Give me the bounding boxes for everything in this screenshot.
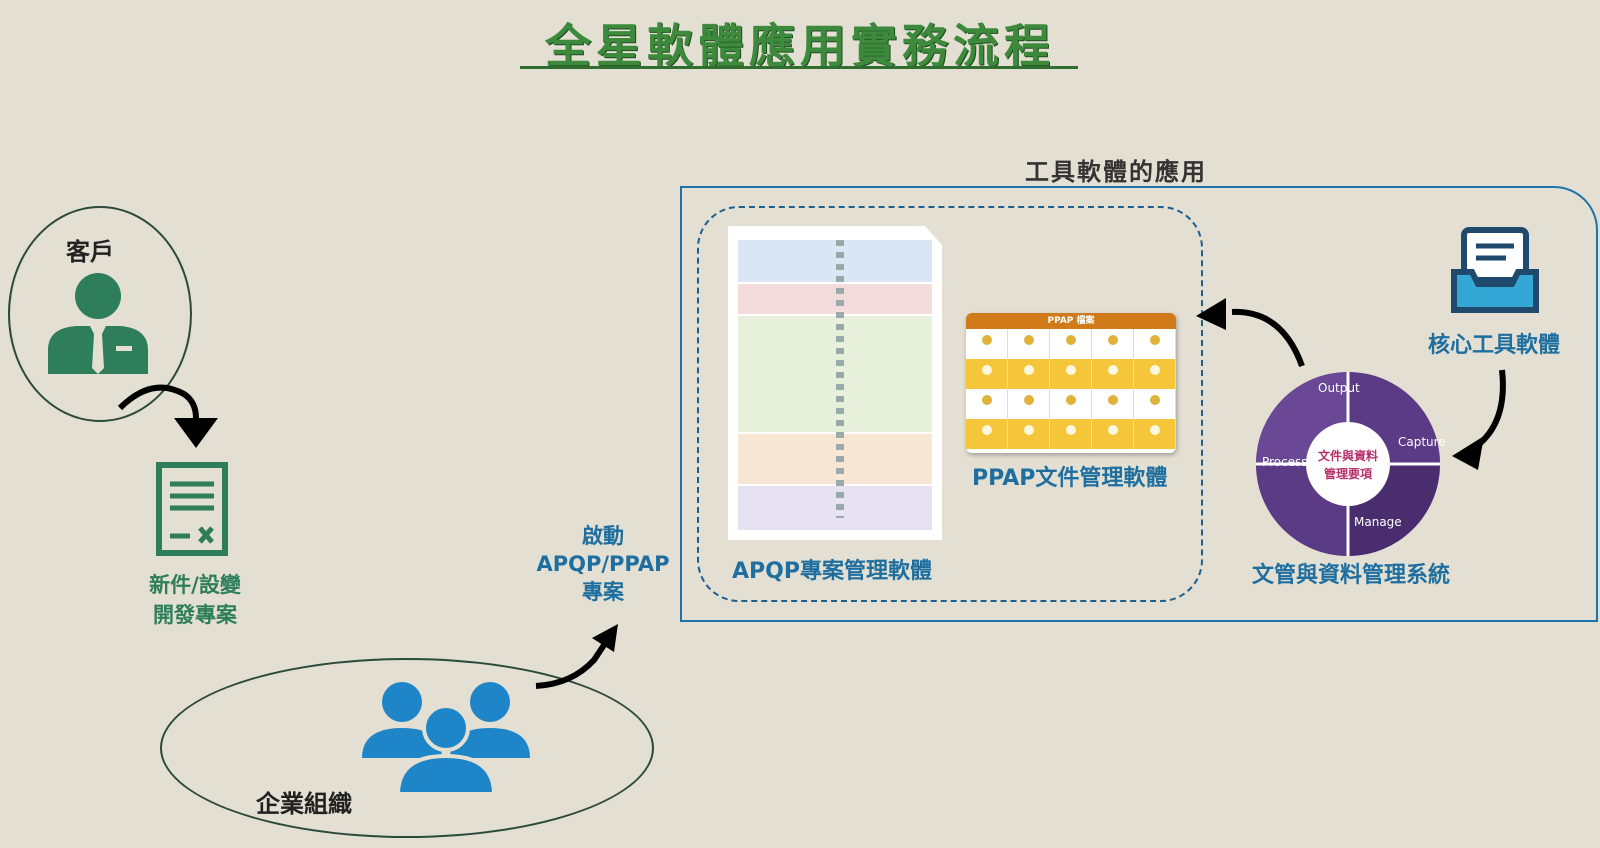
ppap-label: PPAP文件管理軟體: [972, 466, 1168, 491]
group-people-icon: [362, 682, 530, 794]
new-project-line2: 開發專案: [153, 603, 237, 627]
curved-arrow-up-icon: [535, 624, 618, 689]
ppap-header: PPAP 檔案: [966, 313, 1176, 329]
page-title: 全星軟體應用實務流程: [545, 19, 1055, 73]
core-tool-label: 核心工具軟體: [1428, 333, 1561, 358]
customer-label: 客戶: [66, 238, 114, 266]
organization-ellipse: [160, 658, 654, 838]
tools-box: [680, 186, 1598, 622]
wheel-center-line2: 管理要項: [1324, 466, 1373, 481]
curved-arrow-left-icon: [1196, 298, 1305, 368]
launch-line1: 啟動: [582, 524, 624, 548]
curved-arrow-icon: [117, 384, 218, 448]
launch-line3: 專案: [582, 580, 624, 604]
launch-label: 啟動 APQP/PPAP 專案: [528, 522, 678, 606]
ppap-screen-image: PPAP 檔案: [966, 313, 1176, 453]
apqp-label: APQP專案管理軟體: [732, 559, 932, 584]
organization-label: 企業組織: [256, 790, 352, 818]
wheel-segment-manage: Manage: [1354, 515, 1402, 529]
curved-arrow-down-icon: [1452, 369, 1506, 470]
wheel-segment-output: Output: [1318, 381, 1360, 395]
new-project-line1: 新件/設變: [149, 573, 241, 597]
tools-heading: 工具軟體的應用: [1025, 158, 1207, 186]
title-underline: [520, 66, 1078, 69]
doc-system-label: 文管與資料管理系統: [1252, 563, 1451, 588]
software-dashed-box: [697, 206, 1203, 602]
wheel-segment-capture: Capture: [1398, 435, 1446, 449]
wheel-segment-process: Process: [1262, 455, 1308, 469]
document-icon: [156, 462, 228, 556]
launch-line2: APQP/PPAP: [536, 552, 670, 576]
document-management-wheel: 文件與資料 管理要項 Output Capture Manage Process: [1256, 372, 1446, 556]
wheel-center-line1: 文件與資料: [1318, 448, 1378, 463]
apqp-flowchart-image: [728, 226, 942, 540]
inbox-tray-icon: [1451, 227, 1539, 313]
new-project-label: 新件/設變 開發專案: [120, 570, 270, 630]
businessman-icon: [48, 273, 148, 374]
customer-circle: [8, 206, 192, 422]
